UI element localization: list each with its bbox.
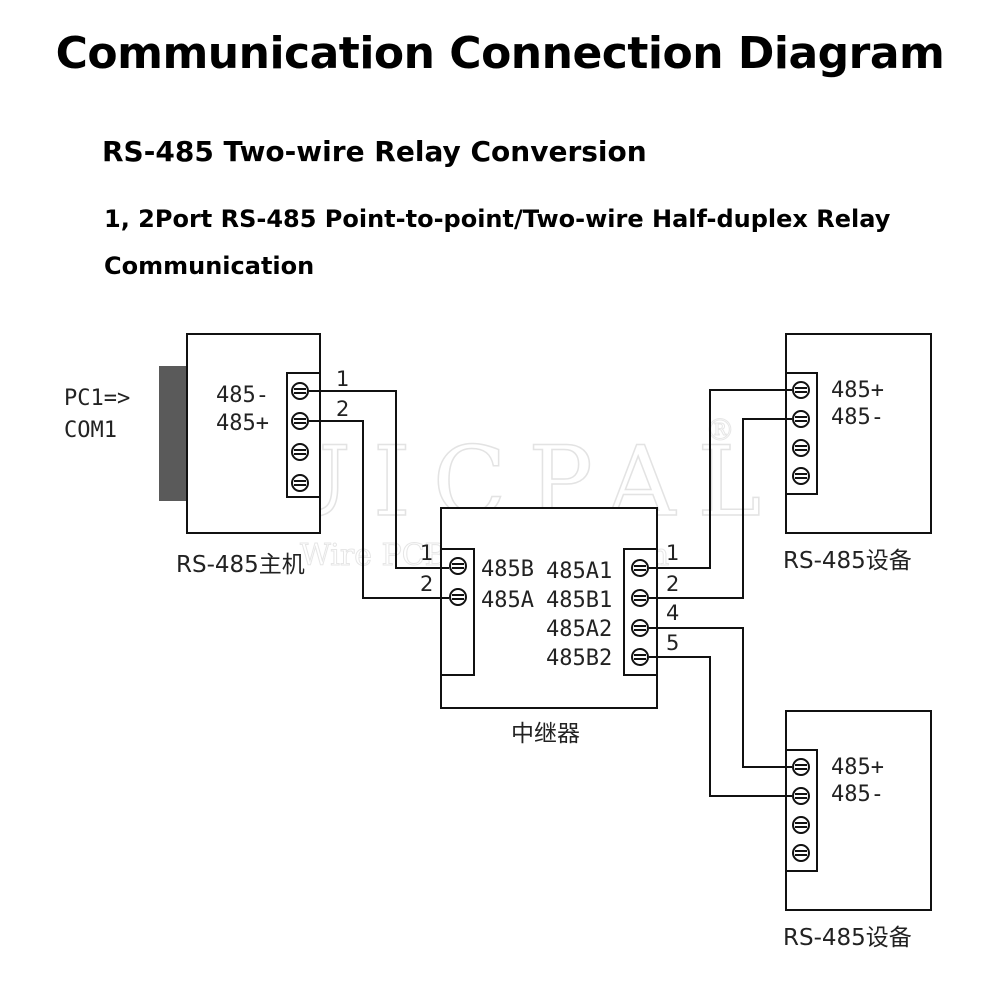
screw-icon — [449, 557, 467, 575]
screw-icon — [792, 439, 810, 457]
screw-icon — [291, 443, 309, 461]
screw-icon — [631, 619, 649, 637]
wire-number-relay-out-5: 5 — [666, 631, 679, 655]
pc-label: PC1=> — [64, 386, 130, 411]
screw-icon — [631, 559, 649, 577]
screw-icon — [792, 410, 810, 428]
relay-pin-485b1: 485B1 — [546, 588, 612, 613]
host-pin-plus-label: 485+ — [216, 411, 269, 436]
screw-icon — [792, 816, 810, 834]
screw-icon — [631, 648, 649, 666]
relay-pin-485a: 485A — [481, 588, 534, 613]
wire-host-1 — [309, 390, 449, 569]
relay-caption: 中继器 — [511, 721, 580, 747]
wire-relay-1 — [649, 389, 792, 569]
wire-numbers: 1 2 1 2 1 2 4 5 — [336, 367, 679, 655]
relay-box — [440, 507, 658, 709]
section-subtitle: RS-485 Two-wire Relay Conversion — [102, 135, 647, 168]
screw-icon — [291, 412, 309, 430]
screw-icon — [631, 589, 649, 607]
screw-icon — [792, 787, 810, 805]
wire-host-2 — [309, 420, 449, 599]
screw-icon — [291, 382, 309, 400]
wire-number-relay-out-4: 4 — [666, 601, 679, 625]
relay-pin-485b: 485B — [481, 557, 534, 582]
device-top-caption: RS-485设备 — [783, 548, 912, 574]
host-pin-minus-label: 485- — [216, 383, 269, 408]
wire-relay-2 — [649, 418, 792, 599]
wire-number-relay-in-2: 2 — [420, 572, 433, 596]
wire-number-relay-in-1: 1 — [420, 541, 433, 565]
screw-icon — [792, 758, 810, 776]
wire-number-host-1: 1 — [336, 367, 349, 391]
device-bottom-caption: RS-485设备 — [783, 925, 912, 951]
device-top-pin-plus: 485+ — [831, 378, 884, 403]
screw-icon — [792, 381, 810, 399]
db9-connector — [159, 366, 187, 501]
wire-relay-4 — [649, 627, 792, 768]
wire-number-host-2: 2 — [336, 397, 349, 421]
relay: 485B 485A 485A1 485B1 485A2 485B2 中继器 — [440, 507, 658, 747]
host-caption: RS-485主机 — [176, 552, 305, 578]
screw-icon — [291, 474, 309, 492]
rs485-device-top: 485+ 485- RS-485设备 — [783, 333, 932, 574]
device-bottom-pin-minus: 485- — [831, 782, 884, 807]
wire-relay-5 — [649, 656, 792, 797]
wires — [309, 389, 792, 797]
section-description: 1, 2Port RS-485 Point-to-point/Two-wire … — [104, 205, 891, 280]
com-label: COM1 — [64, 418, 117, 443]
screw-icon — [449, 588, 467, 606]
screw-icon — [792, 844, 810, 862]
relay-pin-485b2: 485B2 — [546, 646, 612, 671]
rs485-device-bottom: 485+ 485- RS-485设备 — [783, 710, 932, 951]
relay-pin-485a1: 485A1 — [546, 559, 612, 584]
screw-icon — [792, 467, 810, 485]
relay-pin-485a2: 485A2 — [546, 617, 612, 642]
page-title: Communication Connection Diagram — [55, 28, 945, 79]
wire-number-relay-out-2: 2 — [666, 572, 679, 596]
rs485-host: 485- 485+ PC1=> COM1 RS-485主机 — [64, 333, 321, 578]
device-bottom-pin-plus: 485+ — [831, 755, 884, 780]
device-top-pin-minus: 485- — [831, 405, 884, 430]
wire-number-relay-out-1: 1 — [666, 541, 679, 565]
